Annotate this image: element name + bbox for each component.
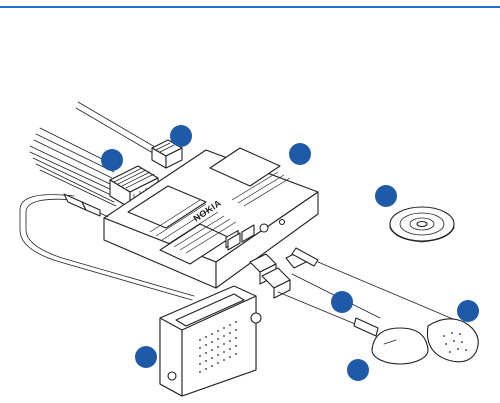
cd-disc [390, 207, 454, 242]
front-plugs [250, 248, 460, 336]
callout-3 [289, 143, 311, 165]
callout-8 [457, 300, 479, 322]
button-sensor [427, 319, 478, 362]
callout-7 [347, 359, 369, 381]
callout-1 [101, 149, 123, 171]
speaker [160, 286, 261, 396]
callout-4 [375, 185, 397, 207]
callout-6 [331, 291, 353, 313]
microphone-round [372, 328, 428, 364]
callout-5 [135, 346, 157, 368]
callout-2 [170, 125, 192, 147]
